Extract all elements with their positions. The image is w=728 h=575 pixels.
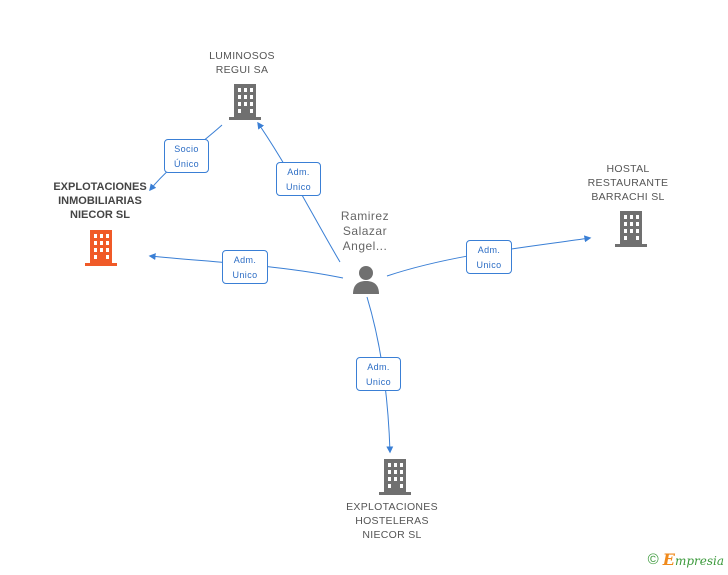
edge-label-line: Unico [476,260,502,270]
person-label[interactable]: Ramirez Salazar Angel... [330,209,400,254]
label-line: NIECOR SL [70,209,130,221]
label-line: REGUI SA [215,64,269,76]
edge-label-line: Adm. [287,167,310,177]
label-line: LUMINOSOS [209,50,275,62]
person-icon[interactable] [351,264,381,294]
brand-footer: © Empresia [648,550,724,569]
company-label-hostal[interactable]: HOSTAL RESTAURANTE BARRACHI SL [580,162,676,204]
label-line: Angel... [342,239,388,253]
edge-label-line: Único [173,159,199,169]
label-line: Ramirez [340,209,390,223]
edge-label-line: Socio [174,144,199,154]
edge-label-adm-hosteleras[interactable]: Adm. Unico [356,357,401,391]
edge-label-line: Unico [365,377,391,387]
building-icon[interactable] [379,459,411,495]
label-line: EXPLOTACIONES [346,501,438,513]
edge-label-line: Adm. [233,255,257,265]
company-label-explotaciones-hosteleras[interactable]: EXPLOTACIONES HOSTELERAS NIECOR SL [336,500,448,542]
label-line: RESTAURANTE [587,177,669,189]
edge-label-adm-luminosos[interactable]: Adm. Unico [276,162,321,196]
label-line: NIECOR SL [362,529,422,541]
building-icon[interactable] [615,211,647,247]
edge-label-line: Unico [285,182,311,192]
label-line: Salazar [342,224,388,238]
edge-label-socio-unico[interactable]: Socio Único [164,139,209,173]
label-line: BARRACHI SL [591,191,665,203]
brand-initial: E [662,550,675,569]
company-label-explotaciones-inmobiliarias[interactable]: EXPLOTACIONES INMOBILIARIAS NIECOR SL [40,180,160,222]
building-icon[interactable] [229,84,261,120]
label-line: HOSTELERAS [355,515,429,527]
brand-logo[interactable]: Empresia [663,550,724,569]
copyright-icon: © [647,551,659,568]
brand-name: mpresia [674,554,724,568]
label-line: INMOBILIARIAS [58,195,142,207]
edge-label-line: Adm. [477,245,501,255]
building-icon[interactable] [85,230,117,266]
label-line: EXPLOTACIONES [53,181,147,193]
edge-label-line: Unico [232,270,258,280]
company-label-luminosos[interactable]: LUMINOSOS REGUI SA [196,49,288,77]
edge-label-adm-hostal[interactable]: Adm. Unico [466,240,512,274]
label-line: HOSTAL [606,163,650,175]
edge-label-line: Adm. [367,362,390,372]
edge-label-adm-inmobiliarias[interactable]: Adm. Unico [222,250,268,284]
